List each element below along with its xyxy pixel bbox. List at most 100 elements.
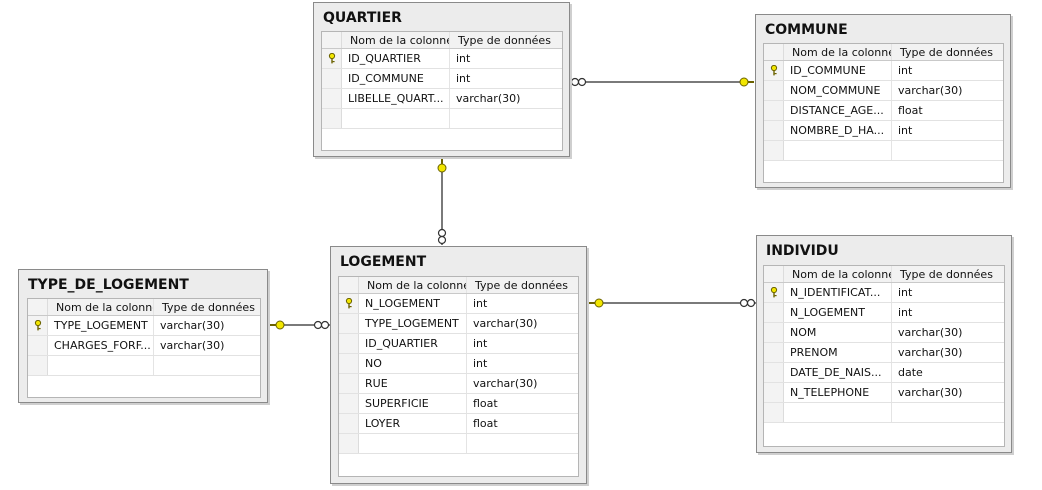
column-type: int bbox=[473, 357, 488, 370]
table-row[interactable]: LOYER float bbox=[339, 414, 578, 434]
column-name-header: Nom de la colonne bbox=[784, 266, 892, 282]
table-row[interactable]: NOMBRE_D_HA... int bbox=[764, 121, 1003, 141]
column-name: DISTANCE_AGE... bbox=[784, 101, 892, 120]
row-selector bbox=[339, 334, 359, 353]
empty-row[interactable] bbox=[339, 434, 578, 454]
table-row[interactable]: NOM varchar(30) bbox=[764, 323, 1004, 343]
column-type: int bbox=[898, 306, 913, 319]
table-individu[interactable]: INDIVIDU Nom de la colonne Type de donné… bbox=[756, 235, 1012, 453]
column-name: CHARGES_FORF... bbox=[48, 336, 154, 355]
row-selector bbox=[339, 434, 359, 453]
relation-quartier-commune[interactable] bbox=[570, 77, 754, 87]
column-type: int bbox=[456, 52, 471, 65]
many-end-icon bbox=[739, 298, 756, 308]
table-title: TYPE_DE_LOGEMENT bbox=[28, 277, 189, 293]
column-name-header: Nom de la colonne bbox=[359, 277, 467, 293]
column-type: int bbox=[473, 337, 488, 350]
table-row[interactable]: RUE varchar(30) bbox=[339, 374, 578, 394]
relation-logement-type-de-logement[interactable] bbox=[268, 320, 330, 330]
empty-cell bbox=[892, 403, 1004, 422]
empty-row[interactable] bbox=[764, 403, 1004, 423]
column-name: NOMBRE_D_HA... bbox=[784, 121, 892, 140]
column-grid: Nom de la colonne Type de données N_IDEN… bbox=[763, 265, 1005, 447]
relation-logement-quartier[interactable] bbox=[437, 157, 447, 245]
table-row[interactable]: NOM_COMMUNE varchar(30) bbox=[764, 81, 1003, 101]
table-title: LOGEMENT bbox=[340, 254, 427, 270]
table-row[interactable]: DISTANCE_AGE... float bbox=[764, 101, 1003, 121]
row-selector bbox=[764, 403, 784, 422]
primary-key-icon bbox=[322, 49, 342, 68]
row-selector bbox=[764, 303, 784, 322]
column-type: int bbox=[898, 286, 913, 299]
key-end-icon bbox=[588, 298, 604, 308]
table-title: QUARTIER bbox=[323, 10, 402, 26]
relation-individu-logement[interactable] bbox=[588, 298, 756, 308]
table-row[interactable]: NO int bbox=[339, 354, 578, 374]
column-type: date bbox=[898, 366, 923, 379]
table-row[interactable]: LIBELLE_QUART... varchar(30) bbox=[322, 89, 562, 109]
row-selector bbox=[339, 354, 359, 373]
data-type-header: Type de données bbox=[900, 45, 993, 59]
table-row[interactable]: TYPE_LOGEMENT varchar(30) bbox=[339, 314, 578, 334]
column-type: varchar(30) bbox=[160, 339, 225, 352]
row-selector bbox=[764, 81, 784, 100]
empty-cell bbox=[342, 109, 450, 128]
table-row[interactable]: CHARGES_FORF... varchar(30) bbox=[28, 336, 260, 356]
column-type: varchar(30) bbox=[898, 346, 963, 359]
data-type-header: Type de données bbox=[458, 33, 551, 47]
column-name: NO bbox=[359, 354, 467, 373]
primary-key-icon bbox=[764, 61, 784, 80]
table-row[interactable]: DATE_DE_NAIS... date bbox=[764, 363, 1004, 383]
column-type: int bbox=[456, 72, 471, 85]
table-row[interactable]: ID_QUARTIER int bbox=[322, 49, 562, 69]
row-selector bbox=[764, 44, 784, 60]
column-name-header: Nom de la colonne bbox=[784, 44, 892, 60]
column-type: varchar(30) bbox=[473, 377, 538, 390]
table-commune[interactable]: COMMUNE Nom de la colonne Type de donnée… bbox=[755, 14, 1011, 188]
row-selector bbox=[764, 141, 784, 160]
row-selector bbox=[764, 323, 784, 342]
row-selector bbox=[339, 374, 359, 393]
column-type: int bbox=[898, 64, 913, 77]
table-row[interactable]: PRENOM varchar(30) bbox=[764, 343, 1004, 363]
table-row[interactable]: SUPERFICIE float bbox=[339, 394, 578, 414]
row-selector bbox=[322, 69, 342, 88]
grid-header: Nom de la colonne Type de données bbox=[339, 277, 578, 294]
column-type: varchar(30) bbox=[898, 386, 963, 399]
column-type: varchar(30) bbox=[456, 92, 521, 105]
row-selector bbox=[322, 109, 342, 128]
column-name: N_TELEPHONE bbox=[784, 383, 892, 402]
column-name: NOM bbox=[784, 323, 892, 342]
column-name: N_IDENTIFICAT... bbox=[784, 283, 892, 302]
table-row[interactable]: TYPE_LOGEMENT varchar(30) bbox=[28, 316, 260, 336]
column-grid: Nom de la colonne Type de données TYPE_L… bbox=[27, 298, 261, 398]
column-name: LOYER bbox=[359, 414, 467, 433]
column-grid: Nom de la colonne Type de données ID_QUA… bbox=[321, 31, 563, 151]
key-end-icon bbox=[268, 320, 285, 330]
table-row[interactable]: ID_QUARTIER int bbox=[339, 334, 578, 354]
empty-row[interactable] bbox=[28, 356, 260, 376]
column-type: varchar(30) bbox=[898, 326, 963, 339]
empty-row[interactable] bbox=[764, 141, 1003, 161]
row-selector bbox=[339, 414, 359, 433]
empty-cell bbox=[48, 356, 154, 375]
empty-cell bbox=[467, 434, 578, 453]
table-row[interactable]: N_TELEPHONE varchar(30) bbox=[764, 383, 1004, 403]
table-quartier[interactable]: QUARTIER Nom de la colonne Type de donné… bbox=[313, 2, 570, 157]
table-row[interactable]: N_LOGEMENT int bbox=[764, 303, 1004, 323]
column-name: TYPE_LOGEMENT bbox=[48, 316, 154, 335]
table-row[interactable]: ID_COMMUNE int bbox=[322, 69, 562, 89]
data-type-header: Type de données bbox=[475, 278, 568, 292]
table-row[interactable]: N_IDENTIFICAT... int bbox=[764, 283, 1004, 303]
table-logement[interactable]: LOGEMENT Nom de la colonne Type de donné… bbox=[330, 246, 587, 484]
column-name: LIBELLE_QUART... bbox=[342, 89, 450, 108]
table-row[interactable]: N_LOGEMENT int bbox=[339, 294, 578, 314]
column-type: float bbox=[473, 397, 498, 410]
row-selector bbox=[339, 394, 359, 413]
empty-cell bbox=[450, 109, 562, 128]
table-row[interactable]: ID_COMMUNE int bbox=[764, 61, 1003, 81]
empty-row[interactable] bbox=[322, 109, 562, 129]
table-type-de-logement[interactable]: TYPE_DE_LOGEMENT Nom de la colonne Type … bbox=[18, 269, 268, 403]
primary-key-icon bbox=[764, 283, 784, 302]
